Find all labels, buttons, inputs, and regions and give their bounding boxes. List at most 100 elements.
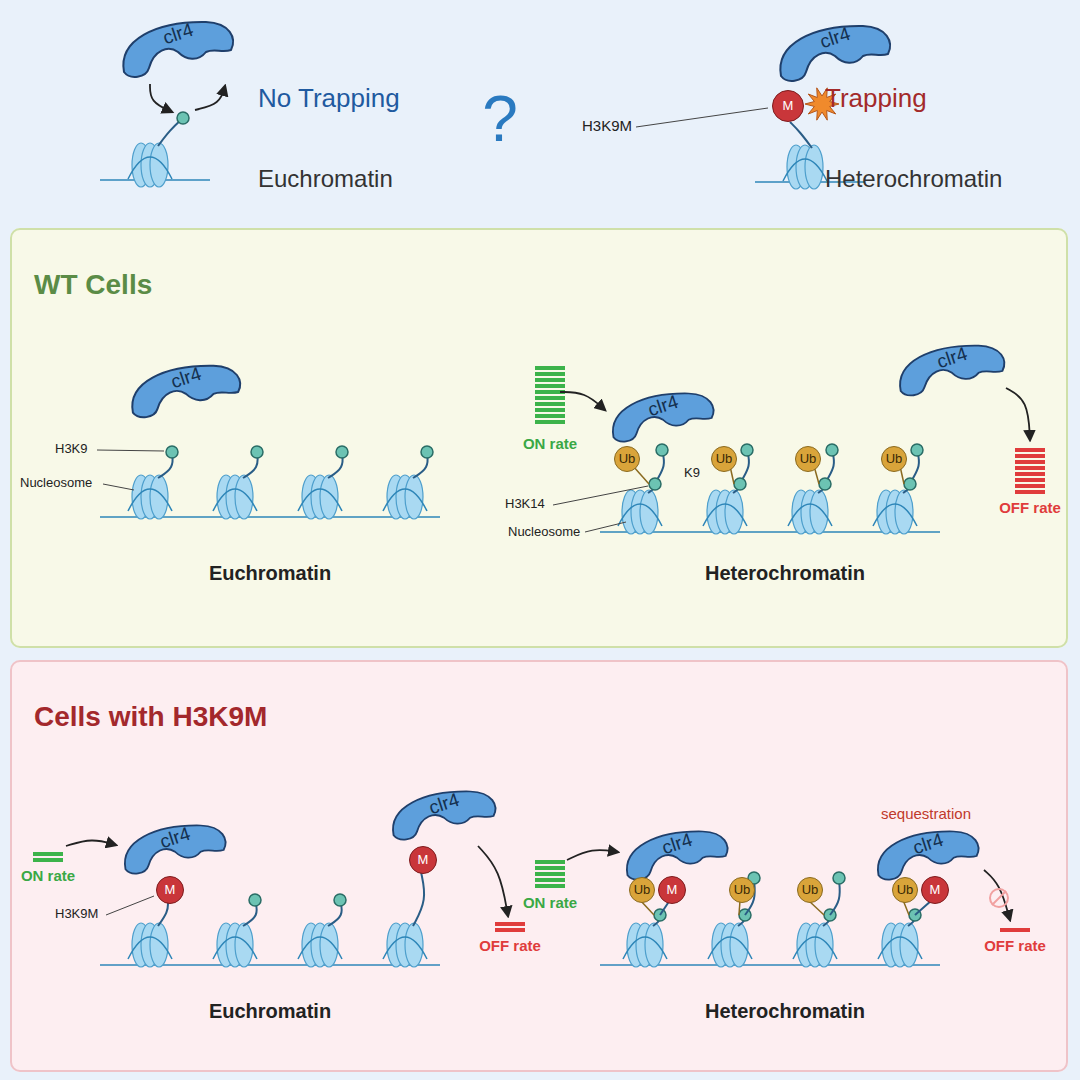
arrow (984, 870, 1010, 920)
annotation: Heterochromatin (705, 562, 865, 584)
rate-bar (535, 884, 565, 888)
annotation: Euchromatin (209, 562, 331, 584)
annotation: H3K9M (582, 118, 632, 135)
rate-bar (535, 396, 565, 400)
nucleosome (213, 923, 257, 967)
nucleosome (703, 490, 747, 534)
rate-bar (535, 866, 565, 870)
annotation: sequestration (881, 806, 971, 823)
clr4-enzyme: clr4 (120, 822, 230, 878)
mark-label: Ub (734, 883, 751, 897)
clr4-enzyme: clr4 (388, 788, 500, 844)
clr4-enzyme: clr4 (873, 828, 983, 884)
nucleosome (793, 923, 837, 967)
nucleosome (213, 475, 257, 519)
mark-label: Ub (634, 883, 651, 897)
rate-bar (535, 366, 565, 370)
ubiquitin-mark: Ub (711, 446, 737, 472)
blocked-sign (992, 891, 1006, 905)
lysine-dot (334, 894, 346, 906)
clr4-enzyme: clr4 (608, 390, 718, 446)
mark-label: Ub (716, 452, 733, 466)
leader-line (106, 896, 154, 915)
annotation: Nucleosome (20, 476, 92, 490)
rate-bar (535, 384, 565, 388)
nucleosome (128, 475, 172, 519)
lysine-dot (741, 444, 753, 456)
rate-bar (495, 922, 525, 926)
mark-label: Ub (897, 883, 914, 897)
panel-heading: Cells with H3K9M (34, 702, 1066, 733)
h3k9m-mark: M (921, 876, 949, 904)
arrow (1006, 388, 1030, 440)
histone-tail (790, 122, 812, 148)
lysine-dot (819, 478, 831, 490)
nucleosome (618, 490, 662, 534)
ubiquitin-mark: Ub (881, 446, 907, 472)
ubiquitin-mark: Ub (795, 446, 821, 472)
lysine-dot (833, 872, 845, 884)
nucleosome (298, 475, 342, 519)
nucleosome (623, 923, 667, 967)
rate-bar (1015, 490, 1045, 494)
arrow (150, 84, 172, 112)
rate-bar (1015, 460, 1045, 464)
rate-bar (535, 420, 565, 424)
ubiquitin-mark: Ub (729, 877, 755, 903)
mark-label: M (930, 883, 941, 897)
mark-label: M (165, 883, 176, 897)
h3k9m-mark: M (658, 876, 686, 904)
lysine-dot (166, 446, 178, 458)
h3k9m-mark: M (409, 846, 437, 874)
clr4-enzyme: clr4 (775, 22, 895, 86)
panel-heading: WT Cells (34, 270, 1066, 301)
leader-line (103, 484, 134, 490)
lysine-dot (251, 446, 263, 458)
lysine-dot (249, 894, 261, 906)
ubiquitin-mark: Ub (797, 877, 823, 903)
nucleosome (128, 143, 172, 187)
mark-label: M (418, 853, 429, 867)
nucleosome (783, 145, 827, 189)
annotation: Heterochromatin (705, 1000, 865, 1022)
arrow (560, 392, 605, 410)
rate-bar (495, 928, 525, 932)
annotation: Nucleosome (508, 525, 580, 539)
arrow (195, 86, 225, 110)
annotation: ON rate (523, 895, 577, 912)
mark-label: M (783, 99, 794, 113)
annotation: Heterochromatin (825, 166, 1002, 192)
histone-tail (413, 872, 424, 926)
annotation: K9 (684, 466, 700, 480)
nucleosome (708, 923, 752, 967)
rate-bar (535, 878, 565, 882)
panel-ground (10, 660, 1068, 1072)
annotation: ON rate (21, 868, 75, 885)
panel-ground (10, 228, 1068, 648)
arrow (66, 840, 116, 846)
rate-bar (535, 414, 565, 418)
clr4-enzyme: clr4 (622, 828, 732, 884)
clr4-enzyme: clr4 (127, 362, 245, 422)
leader-line (636, 108, 768, 127)
nucleosome (298, 923, 342, 967)
lysine-dot (336, 446, 348, 458)
ubiquitin-mark: Ub (629, 877, 655, 903)
rate-bar (1000, 928, 1030, 932)
rate-bar (535, 378, 565, 382)
rate-bar (535, 408, 565, 412)
clr4-enzyme: clr4 (895, 342, 1009, 400)
annotation: ? (482, 84, 518, 154)
mark-label: M (667, 883, 678, 897)
rate-bar (1015, 454, 1045, 458)
histone-tail (158, 902, 168, 926)
annotation: Euchromatin (209, 1000, 331, 1022)
lysine-dot (649, 478, 661, 490)
blocked-sign (990, 889, 1008, 907)
annotation: Euchromatin (258, 166, 393, 192)
lysine-dot (177, 112, 189, 124)
leader-line (97, 450, 164, 451)
ubiquitin-mark: Ub (892, 877, 918, 903)
rate-bar (33, 858, 63, 862)
